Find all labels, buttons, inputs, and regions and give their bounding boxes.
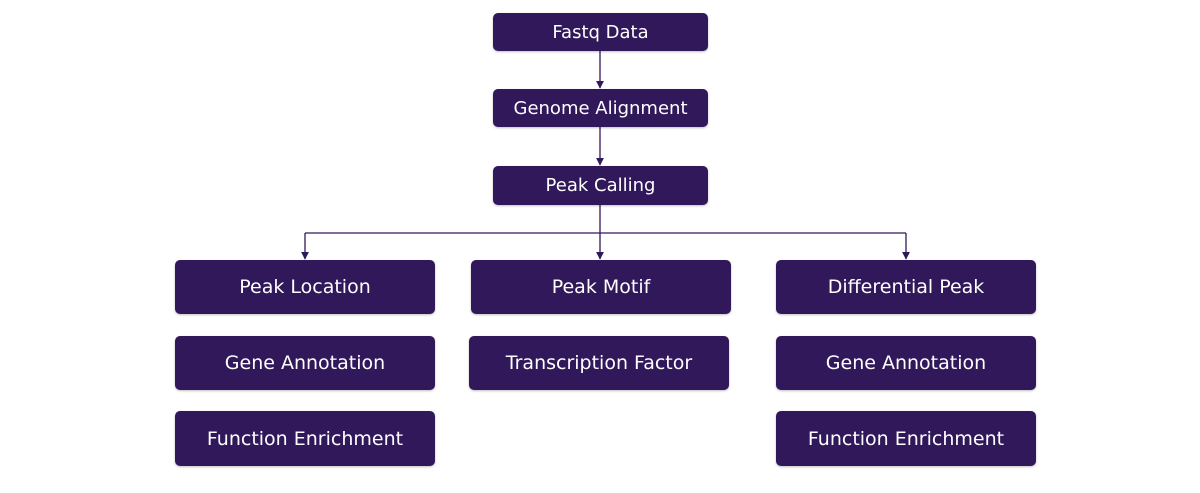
node-gene-annotation-right: Gene Annotation: [776, 336, 1036, 390]
node-label: Gene Annotation: [825, 352, 987, 374]
node-label: Function Enrichment: [206, 427, 404, 450]
node-label: Function Enrichment: [807, 427, 1005, 450]
node-label: Peak Location: [239, 276, 371, 298]
node-peak-location: Peak Location: [175, 260, 435, 314]
node-label: Transcription Factor: [505, 352, 693, 374]
node-label: Gene Annotation: [224, 352, 386, 374]
node-peak-calling: Peak Calling: [493, 166, 708, 205]
node-function-enrichment-left: Function Enrichment: [175, 411, 435, 466]
node-peak-motif: Peak Motif: [471, 260, 731, 314]
node-label: Peak Motif: [551, 276, 651, 298]
node-label: Differential Peak: [827, 276, 985, 298]
node-differential-peak: Differential Peak: [776, 260, 1036, 314]
node-transcription-factor: Transcription Factor: [469, 336, 729, 390]
node-gene-annotation-left: Gene Annotation: [175, 336, 435, 390]
node-fastq-data: Fastq Data: [493, 13, 708, 51]
node-label: Genome Alignment: [513, 97, 688, 119]
node-genome-alignment: Genome Alignment: [493, 89, 708, 127]
node-function-enrichment-right: Function Enrichment: [776, 411, 1036, 466]
node-label: Peak Calling: [545, 175, 656, 196]
node-label: Fastq Data: [552, 21, 649, 43]
